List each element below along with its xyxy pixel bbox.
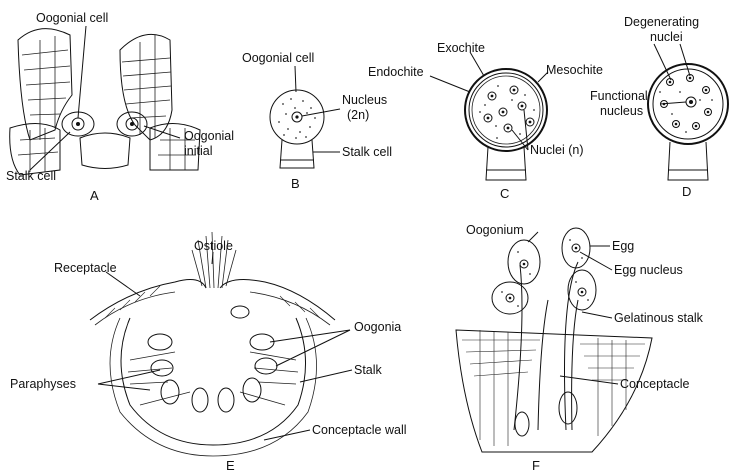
label-b-nucleus-line1: Nucleus [342, 93, 387, 107]
panel-c-nuclei [484, 86, 534, 132]
label-a-oogonial-initial: Oogonial initial [184, 129, 238, 158]
label-d-functional-nucleus: Functional nucleus [590, 89, 651, 118]
label-d-functional-nucleus-line2: nucleus [600, 104, 643, 118]
label-c-mesochite: Mesochite [546, 63, 603, 77]
panel-a: Oogonial cell Stalk cell Oogonial initia… [6, 11, 238, 203]
label-e-oogonia: Oogonia [354, 320, 401, 334]
label-a-oogonial-initial-line1: Oogonial [184, 129, 234, 143]
panel-f-drawing [456, 228, 652, 452]
label-d-degenerating-nuclei-line1: Degenerating [624, 15, 699, 29]
panel-c: Exochite Endochite Mesochite Nuclei (n) … [368, 41, 603, 201]
panel-e: Ostiole Receptacle Oogonia Stalk Paraphy… [10, 232, 407, 472]
caption-e: E [226, 458, 235, 472]
label-a-stalk-cell: Stalk cell [6, 169, 56, 183]
caption-c: C [500, 186, 509, 201]
label-c-endochite: Endochite [368, 65, 424, 79]
panel-c-drawing [465, 69, 547, 180]
panel-f: Oogonium Egg Egg nucleus Gelatinous stal… [456, 223, 704, 472]
label-d-degenerating-nuclei-line2: nuclei [650, 30, 683, 44]
panel-d-drawing [648, 64, 728, 180]
caption-f: F [532, 458, 540, 472]
label-b-stalk-cell: Stalk cell [342, 145, 392, 159]
label-e-receptacle: Receptacle [54, 261, 117, 275]
caption-a: A [90, 188, 99, 203]
label-e-ostiole: Ostiole [194, 239, 233, 253]
label-f-oogonium: Oogonium [466, 223, 524, 237]
label-f-gelatinous-stalk: Gelatinous stalk [614, 311, 704, 325]
label-c-exochite: Exochite [437, 41, 485, 55]
label-b-oogonial-cell: Oogonial cell [242, 51, 314, 65]
label-b-nucleus-line2: (2n) [347, 108, 369, 122]
label-a-oogonial-initial-line2: initial [184, 144, 213, 158]
panel-d: Degenerating nuclei Functional nucleus D [590, 15, 728, 199]
label-a-oogonial-cell: Oogonial cell [36, 11, 108, 25]
panel-a-drawing [10, 29, 200, 175]
label-c-nuclei: Nuclei (n) [530, 143, 584, 157]
label-b-nucleus: Nucleus (2n) [342, 93, 391, 122]
label-f-egg-nucleus: Egg nucleus [614, 263, 683, 277]
label-e-stalk: Stalk [354, 363, 383, 377]
label-f-conceptacle: Conceptacle [620, 377, 690, 391]
panel-b-drawing [270, 90, 324, 168]
panel-e-drawing [90, 232, 335, 456]
caption-b: B [291, 176, 300, 191]
label-d-degenerating-nuclei: Degenerating nuclei [624, 15, 703, 44]
label-e-conceptacle-wall: Conceptacle wall [312, 423, 407, 437]
label-e-paraphyses: Paraphyses [10, 377, 76, 391]
label-d-functional-nucleus-line1: Functional [590, 89, 648, 103]
caption-d: D [682, 184, 691, 199]
label-f-egg: Egg [612, 239, 634, 253]
